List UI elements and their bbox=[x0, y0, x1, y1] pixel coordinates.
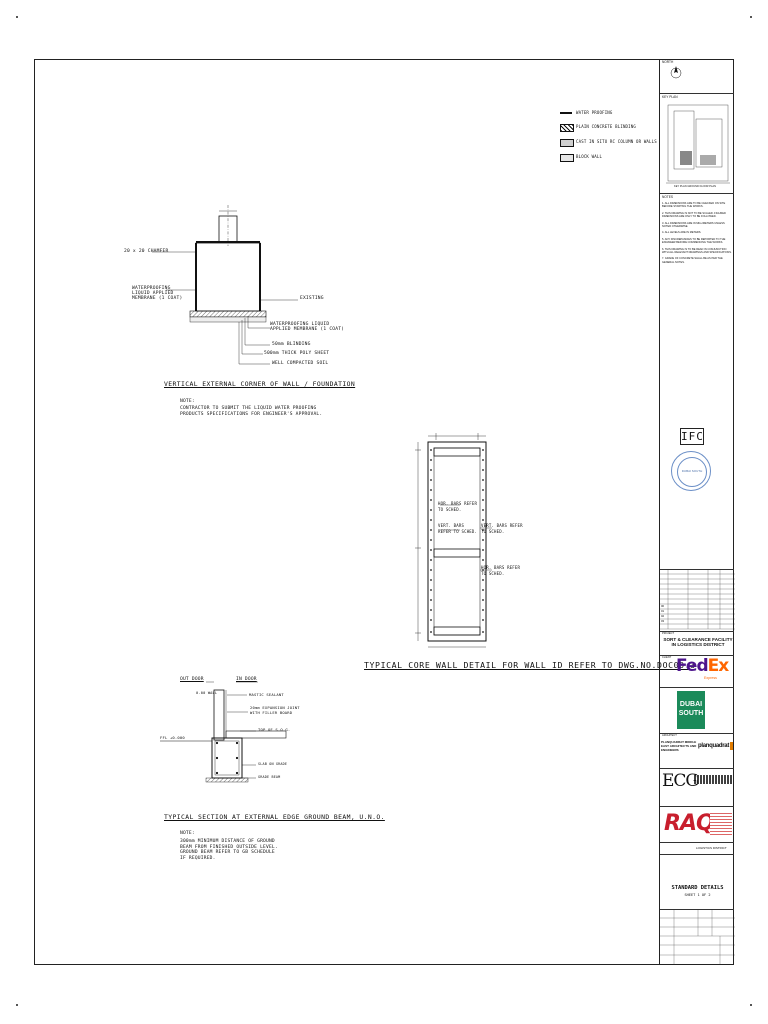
detail3-label-slab: SLAB ON GRADE bbox=[258, 762, 288, 766]
planquadrat-mark-icon bbox=[730, 742, 733, 750]
legend-swatch-grey bbox=[560, 139, 574, 147]
crop-mark bbox=[750, 1004, 752, 1006]
revision-number: 02 bbox=[661, 614, 665, 618]
north-arrow-icon bbox=[670, 66, 682, 79]
revision-table bbox=[660, 569, 735, 630]
detail1-label-poly-sheet: 500mm THICK POLY SHEET bbox=[264, 351, 330, 356]
drawing-title: STANDARD DETAILS bbox=[671, 885, 724, 891]
revision-number: 01 bbox=[661, 609, 665, 613]
detail3-note-body: 300mm MINIMUM DISTANCE OF GROUND BEAM FR… bbox=[180, 839, 278, 861]
project-label: PROJECT bbox=[662, 632, 675, 635]
detail1-note-body: CONTRACTOR TO SUBMIT THE LIQUID WATER PR… bbox=[180, 406, 323, 417]
detail3-label-joint: 20mm EXPANSION JOINT WITH FILLER BOARD bbox=[250, 705, 300, 715]
client-label: CLIENT bbox=[662, 656, 672, 659]
ifc-stamp: IFC bbox=[680, 428, 704, 445]
sheet-number: SHEET 1 OF 2 bbox=[684, 893, 711, 897]
drawing-sheet-border bbox=[34, 59, 734, 965]
seal-text: DUBAI SOUTH bbox=[681, 469, 703, 473]
revision-number: 03 bbox=[661, 619, 665, 623]
note-item: 4. ALL LEVELS ARE IN METERS. bbox=[662, 231, 702, 235]
detail1-note-head: NOTE: bbox=[180, 399, 195, 404]
detail3-label-tos: TOP OF S.O.G. bbox=[258, 727, 291, 732]
note-item: 5. ANY DISCREPANCIES TO BE REPORTED TO T… bbox=[662, 237, 726, 245]
location-label: LOGISTICS DISTRICT bbox=[696, 846, 727, 850]
detail1-label-chamfer: 20 x 20 CHAMFER bbox=[124, 249, 169, 254]
fedex-logo: FedEx bbox=[676, 656, 730, 676]
note-item: 7. GRADE OF CONCRETE SHALL BE AS PER THE… bbox=[662, 257, 723, 264]
detail1-label-blinding: 50mm BLINDING bbox=[272, 342, 311, 347]
legend-swatch-dots bbox=[560, 154, 574, 162]
north-label: NORTH bbox=[662, 60, 674, 64]
planquadrat-logo: planquadrat bbox=[698, 743, 730, 749]
detail3-title: TYPICAL SECTION AT EXTERNAL EDGE GROUND … bbox=[164, 813, 385, 821]
detail1-label-waterproofing: WATERPROOFING LIQUID APPLIED MEMBRANE (1… bbox=[132, 286, 183, 301]
drawing-info-grid bbox=[660, 909, 735, 965]
ecg-logo: ECG bbox=[662, 771, 699, 791]
note-item: 6. THIS DRAWING IS TO BE READ IN CONJUNC… bbox=[662, 247, 732, 255]
detail2-title: TYPICAL CORE WALL DETAIL FOR WALL ID REF… bbox=[364, 660, 696, 670]
approval-seal-icon: DUBAI SOUTH bbox=[671, 451, 711, 491]
planquadrat-name: PLANQUADRAT MIDDLE EAST ARCHITECTS AND E… bbox=[661, 740, 697, 752]
notes-label: NOTES bbox=[662, 195, 673, 199]
crop-mark bbox=[16, 1004, 18, 1006]
keyplan-caption: KEY PLAN GROUND FLOOR PLAN bbox=[674, 185, 717, 188]
detail1-label-existing: EXISTING bbox=[300, 296, 324, 301]
legend-swatch-line bbox=[560, 112, 572, 114]
keyplan-label: KEY PLAN bbox=[662, 95, 678, 99]
keyplan-drawing bbox=[666, 104, 730, 184]
detail2-label-hor-bars-2: HOR. BARS REFER TO SCHED. bbox=[481, 565, 521, 576]
crop-mark bbox=[750, 16, 752, 18]
notes-list: 1. ALL DIMENSIONS ARE TO BE CHECKED ON S… bbox=[662, 202, 732, 267]
detail3-label-beam: GRADE BEAM bbox=[258, 775, 281, 779]
ecg-arabic-mark-icon bbox=[694, 775, 732, 784]
legend-label: CAST IN SITU RC COLUMN OR WALLS bbox=[576, 139, 657, 144]
legend-label: WATER PROOFING bbox=[576, 110, 613, 115]
detail2-label-hor-bars: HOR. BARS REFER TO SCHED. bbox=[438, 501, 478, 512]
legend-label: BLOCK WALL bbox=[576, 154, 603, 159]
note-item: 3. ALL DIMENSIONS ARE IN MILLIMETERS UNL… bbox=[662, 221, 725, 229]
crop-mark bbox=[16, 16, 18, 18]
fedex-express: Express bbox=[704, 676, 717, 680]
detail1-title: VERTICAL EXTERNAL CORNER OF WALL / FOUND… bbox=[164, 380, 356, 388]
detail3-note-head: NOTE: bbox=[180, 831, 195, 836]
dubai-south-line2: SOUTH bbox=[678, 710, 704, 717]
project-name: SORT & CLEARANCE FACILITY IN LOGISTICS D… bbox=[663, 637, 733, 648]
legend-swatch-hatch bbox=[560, 124, 574, 132]
fedex-logo-ex: Ex bbox=[707, 656, 730, 676]
legend-label: PLAIN CONCRETE BLINDING bbox=[576, 124, 636, 129]
note-item: 1. ALL DIMENSIONS ARE TO BE CHECKED ON S… bbox=[662, 202, 726, 209]
raq-logo: RAQ bbox=[664, 811, 715, 836]
detail3-label-outdoor: OUT DOOR bbox=[180, 677, 204, 682]
detail1-label-compacted-soil: WELL COMPACTED SOIL bbox=[272, 361, 329, 366]
detail3-label-ffl: FFL +0.000 bbox=[160, 735, 185, 740]
detail2-label-vert-bars: VERT. BARS REFER TO SCHED. bbox=[438, 523, 478, 534]
detail3-label-wall: 0.00 WALL bbox=[196, 691, 218, 695]
dubai-south-line1: DUBAI bbox=[679, 701, 703, 708]
title-block: NORTH KEY PLAN KEY PLAN GROUND FLOOR PLA… bbox=[659, 59, 735, 965]
architect-label: ARCHITECT bbox=[662, 734, 677, 737]
raq-address-block bbox=[710, 813, 732, 835]
detail2-label-vert-bars-2: VERT. BARS REFER TO SCHED. bbox=[481, 523, 523, 534]
detail3-label-sealant: MASTIC SEALANT bbox=[249, 692, 284, 697]
note-item: 2. THIS DRAWING IS NOT TO BE SCALED. FIG… bbox=[662, 211, 726, 219]
fedex-logo-fed: Fed bbox=[676, 656, 709, 676]
dubai-south-logo: DUBAI SOUTH bbox=[677, 691, 705, 729]
detail1-label-waterproofing-2: WATERPROOFING LIQUID APPLIED MEMBRANE (1… bbox=[270, 322, 345, 332]
revision-number: 00 bbox=[661, 604, 665, 608]
detail3-label-indoor: IN DOOR bbox=[236, 677, 257, 682]
